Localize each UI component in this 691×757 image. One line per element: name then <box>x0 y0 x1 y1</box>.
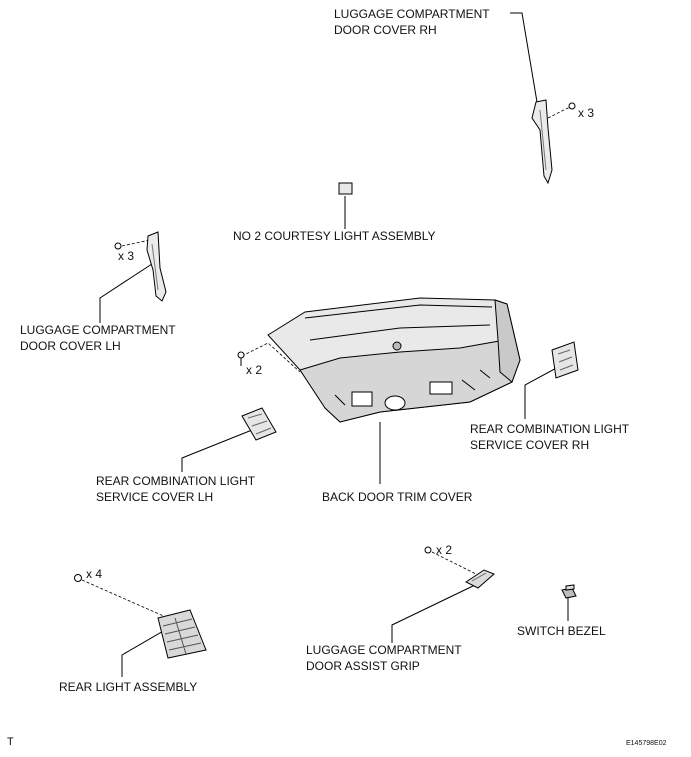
door-cover-rh-part <box>531 99 553 185</box>
rear-light-nut-icon <box>74 574 82 582</box>
rh-clip-icon <box>568 102 576 110</box>
label-courtesy-light: NO 2 COURTESY LIGHT ASSEMBLY <box>233 229 436 243</box>
label-service-cover-lh: REAR COMBINATION LIGHT SERVICE COVER LH <box>96 473 255 505</box>
label-assist-grip: LUGGAGE COMPARTMENT DOOR ASSIST GRIP <box>306 642 462 674</box>
label-service-cover-rh: REAR COMBINATION LIGHT SERVICE COVER RH <box>470 421 629 453</box>
service-cover-rh-part <box>551 341 579 379</box>
dash-trim-clip <box>241 342 301 373</box>
qty-trim-clips: x 2 <box>246 363 263 377</box>
switch-bezel-part <box>561 584 577 599</box>
label-back-door-trim: BACK DOOR TRIM COVER <box>322 490 473 504</box>
qty-rh-clips: x 3 <box>578 106 595 120</box>
leader-door-cover-rh <box>510 12 538 103</box>
dash-rear-light <box>81 579 169 619</box>
label-line: DOOR COVER LH <box>20 339 121 353</box>
label-line: DOOR COVER RH <box>334 23 437 37</box>
dash-rh-clip <box>547 106 571 119</box>
door-cover-lh-part <box>146 231 167 302</box>
leader-rear-light <box>121 629 166 677</box>
rear-light-part <box>157 609 207 659</box>
qty-grip-clips: x 2 <box>436 543 453 557</box>
leader-door-cover-lh <box>99 259 159 323</box>
dash-lh-clip <box>121 239 151 247</box>
service-cover-lh-part <box>241 407 277 441</box>
dash-grip-clip <box>431 551 479 576</box>
label-door-cover-lh: LUGGAGE COMPARTMENT DOOR COVER LH <box>20 322 176 354</box>
label-door-cover-rh: LUGGAGE COMPARTMENT DOOR COVER RH <box>334 6 490 38</box>
qty-lh-clips: x 3 <box>118 249 135 263</box>
label-line: SERVICE COVER LH <box>96 490 214 504</box>
lh-clip-icon <box>114 242 122 250</box>
label-line: LUGGAGE COMPARTMENT <box>334 7 490 21</box>
label-line: SERVICE COVER RH <box>470 438 590 452</box>
label-line: LUGGAGE COMPARTMENT <box>306 643 462 657</box>
leader-service-cover-lh <box>181 429 253 472</box>
label-switch-bezel: SWITCH BEZEL <box>517 624 606 638</box>
label-line: DOOR ASSIST GRIP <box>306 659 420 673</box>
label-line: LUGGAGE COMPARTMENT <box>20 323 176 337</box>
label-line: REAR COMBINATION LIGHT <box>470 422 630 436</box>
assist-grip-part <box>465 569 495 589</box>
leader-service-cover-rh <box>524 364 563 419</box>
figure-id: E145798E02 <box>626 740 667 747</box>
leader-assist-grip <box>391 584 476 643</box>
courtesy-light-part <box>338 182 353 195</box>
trim-clip-icon <box>237 351 245 366</box>
label-line: REAR COMBINATION LIGHT <box>96 474 256 488</box>
qty-rear-light-nuts: x 4 <box>86 567 103 581</box>
label-rear-light: REAR LIGHT ASSEMBLY <box>59 680 198 694</box>
grip-clip-icon <box>424 546 432 554</box>
view-code: T <box>7 736 14 748</box>
back-door-trim-cover-part <box>267 297 521 423</box>
